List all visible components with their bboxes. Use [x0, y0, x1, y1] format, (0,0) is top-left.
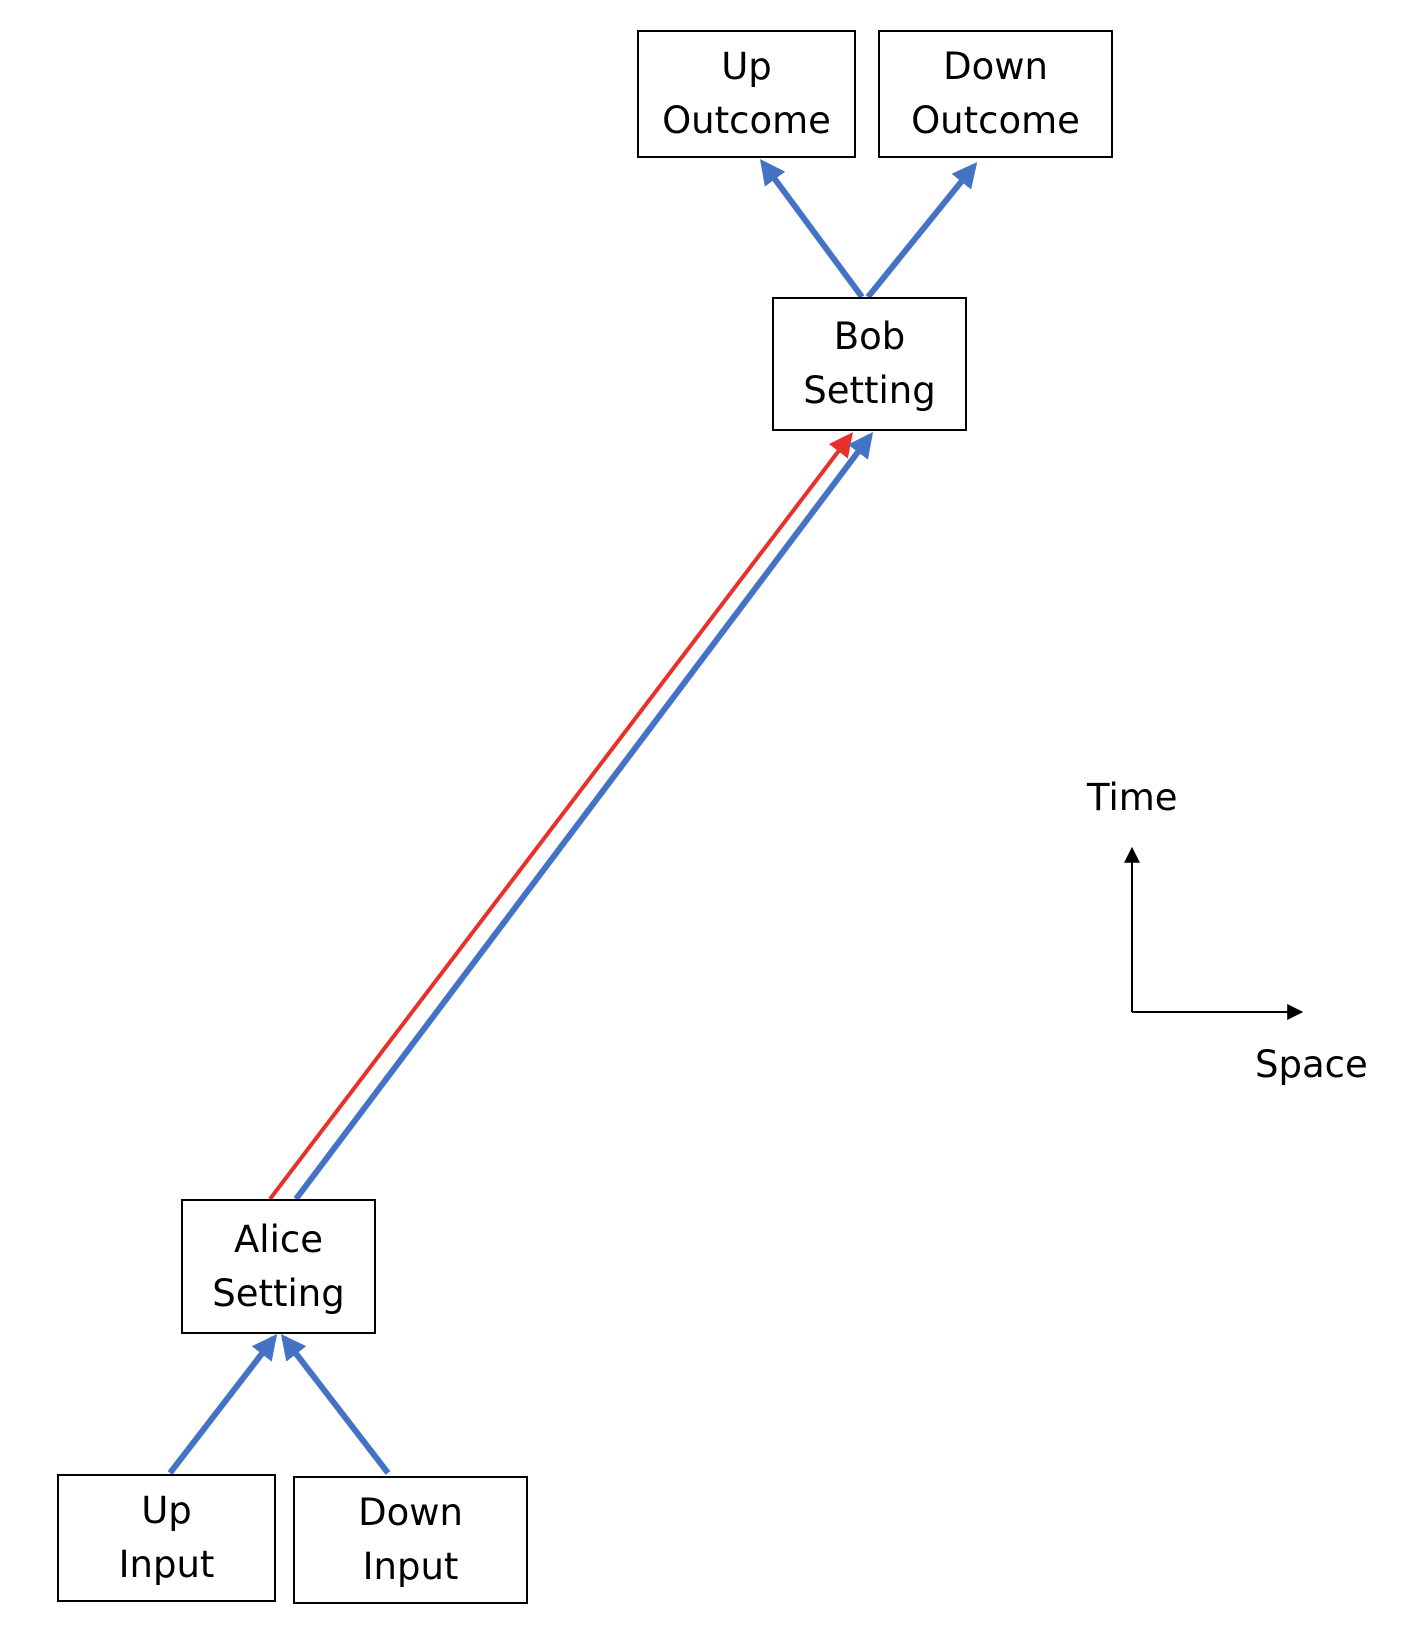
alice-setting-line1: Alice [234, 1217, 323, 1261]
space-axis-label: Space [1255, 1043, 1368, 1086]
time-axis-label: Time [1087, 776, 1178, 819]
arrow-up-input-to-alice [167, 1334, 278, 1475]
bob-setting-line1: Bob [833, 315, 906, 358]
alice-setting-box: Alice Setting [181, 1199, 376, 1334]
arrow-alice-to-bob-signal [268, 432, 853, 1201]
up-outcome-line2: Outcome [662, 99, 831, 142]
arrow-bob-to-down-outcome [865, 162, 978, 299]
up-input-line2: Input [118, 1543, 215, 1586]
bob-setting-box: Bob Setting [772, 297, 967, 431]
down-input-line1: Down [358, 1491, 463, 1534]
arrow-alice-to-bob-causal [293, 431, 874, 1201]
bob-setting-line2: Setting [803, 369, 936, 412]
down-outcome-line1: Down [943, 45, 1048, 88]
down-outcome-box: Down Outcome [878, 30, 1113, 158]
alice-setting-line2: Setting [212, 1271, 345, 1315]
down-input-line2: Input [362, 1545, 459, 1588]
down-input-box: Down Input [293, 1476, 528, 1604]
arrow-bob-to-up-outcome [760, 158, 865, 299]
up-input-box: Up Input [57, 1474, 276, 1602]
up-input-line1: Up [141, 1489, 192, 1532]
down-outcome-line2: Outcome [911, 99, 1080, 142]
arrow-down-input-to-alice [280, 1334, 391, 1475]
up-outcome-line1: Up [721, 45, 772, 88]
up-outcome-box: Up Outcome [637, 30, 856, 158]
